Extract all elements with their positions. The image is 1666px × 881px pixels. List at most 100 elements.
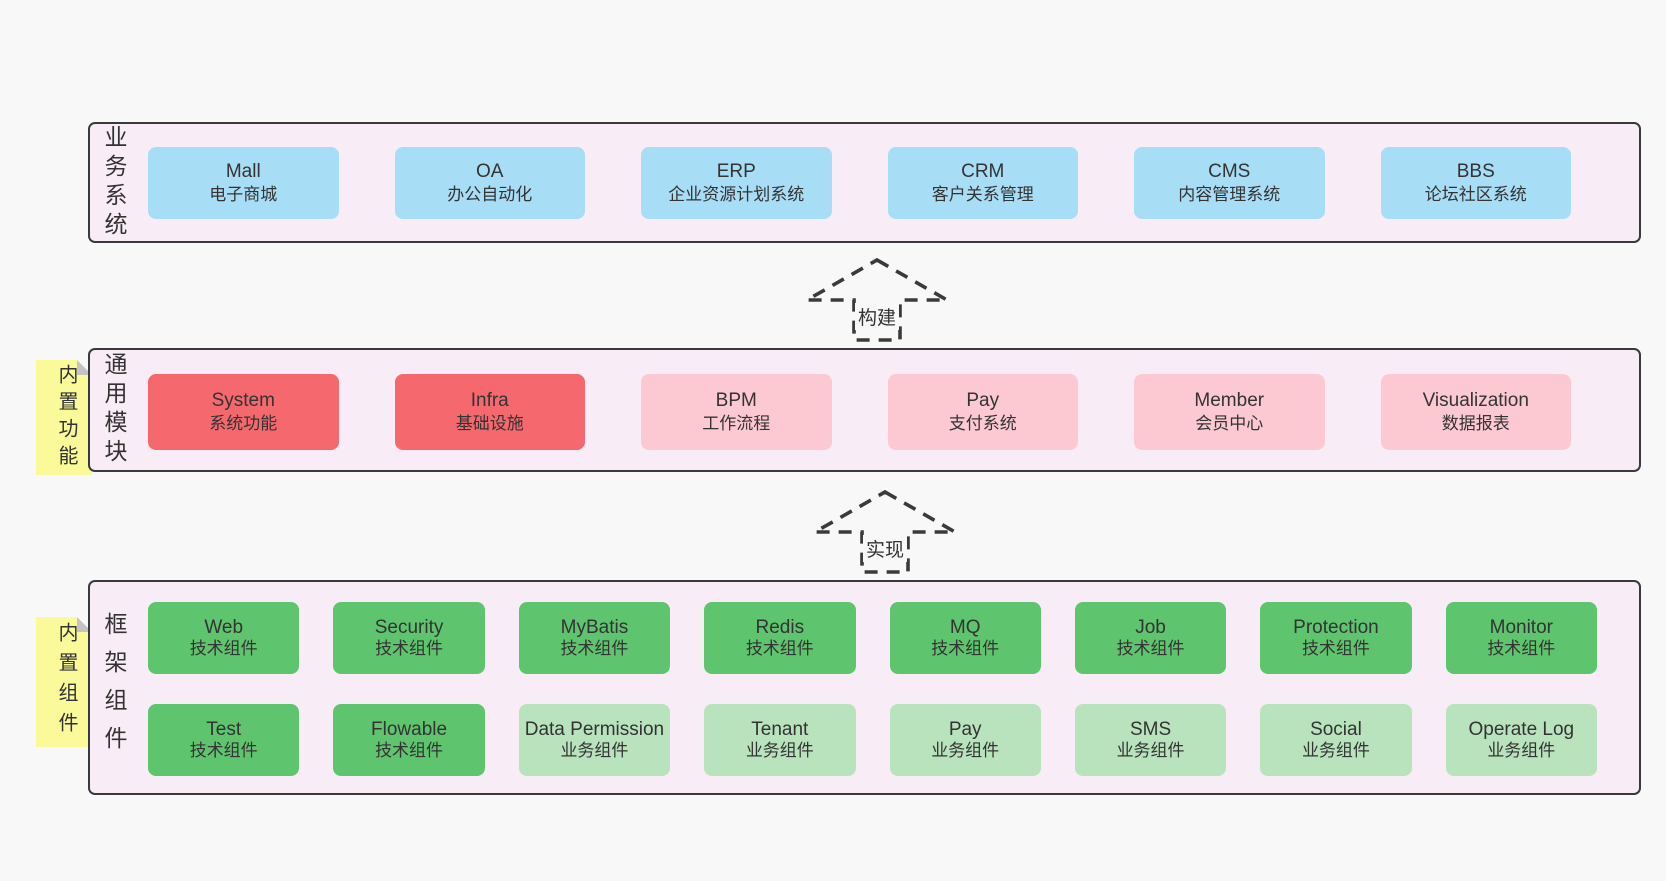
box-pay: Pay 支付系统 xyxy=(887,374,1078,450)
layer-label: 业务系统 xyxy=(101,124,127,241)
box-subtitle: 工作流程 xyxy=(702,414,771,434)
box-crm: CRM 客户关系管理 xyxy=(887,147,1078,219)
box-name: Monitor xyxy=(1489,617,1553,639)
box-data-permission: Data Permission 业务组件 xyxy=(518,704,671,776)
box-name: Pay xyxy=(948,719,982,741)
box-name: BBS xyxy=(1456,160,1495,182)
box-name: Member xyxy=(1194,389,1265,411)
box-bbs: BBS 论坛社区系统 xyxy=(1380,147,1571,219)
box-pay-business: Pay 业务组件 xyxy=(889,704,1041,776)
box-mall: Mall 电子商城 xyxy=(148,147,339,219)
box-subtitle: 业务组件 xyxy=(560,741,629,761)
box-tenant: Tenant 业务组件 xyxy=(704,704,856,776)
box-system: System 系统功能 xyxy=(148,374,339,450)
box-name: MQ xyxy=(949,617,981,639)
box-name: SMS xyxy=(1129,719,1172,741)
box-name: Web xyxy=(204,617,244,639)
arrow-build: 构建 xyxy=(797,257,957,343)
framework-components-row-2: Test 技术组件 Flowable 技术组件 Data Permission … xyxy=(148,704,1597,776)
box-name: Data Permission xyxy=(524,719,665,741)
framework-components-row-1: Web 技术组件 Security 技术组件 MyBatis 技术组件 Redi… xyxy=(148,602,1597,674)
box-social: Social 业务组件 xyxy=(1260,704,1412,776)
box-erp: ERP 企业资源计划系统 xyxy=(641,147,832,219)
layer-label: 通用模块 xyxy=(101,352,127,468)
box-bpm: BPM 工作流程 xyxy=(641,374,832,450)
box-subtitle: 企业资源计划系统 xyxy=(668,185,805,205)
box-subtitle: 办公自动化 xyxy=(447,185,533,205)
box-subtitle: 基础设施 xyxy=(455,414,524,434)
box-subtitle: 技术组件 xyxy=(931,639,1000,659)
box-subtitle: 技术组件 xyxy=(1116,639,1185,659)
box-test: Test 技术组件 xyxy=(148,704,300,776)
box-oa: OA 办公自动化 xyxy=(394,147,585,219)
box-subtitle: 数据报表 xyxy=(1441,414,1510,434)
box-name: Mall xyxy=(225,160,261,182)
box-name: ERP xyxy=(716,160,756,182)
box-subtitle: 业务组件 xyxy=(1116,741,1185,761)
box-cms: CMS 内容管理系统 xyxy=(1134,147,1325,219)
box-redis: Redis 技术组件 xyxy=(704,602,856,674)
box-sms: SMS 业务组件 xyxy=(1074,704,1227,776)
box-name: OA xyxy=(476,160,504,182)
layer-common-modules: 通用模块 System 系统功能 Infra 基础设施 BPM 工作流程 Pay… xyxy=(88,348,1641,472)
box-subtitle: 电子商城 xyxy=(209,185,278,205)
up-arrow-icon xyxy=(808,489,962,574)
box-subtitle: 技术组件 xyxy=(375,741,444,761)
common-modules-row: System 系统功能 Infra 基础设施 BPM 工作流程 Pay 支付系统… xyxy=(148,374,1571,450)
box-operate-log: Operate Log 业务组件 xyxy=(1445,704,1597,776)
box-monitor: Monitor 技术组件 xyxy=(1445,602,1597,674)
box-subtitle: 技术组件 xyxy=(189,639,258,659)
box-subtitle: 支付系统 xyxy=(948,414,1017,434)
sticky-note-builtin-components: 内置组件 xyxy=(36,617,92,747)
box-subtitle: 业务组件 xyxy=(931,741,1000,761)
box-subtitle: 内容管理系统 xyxy=(1178,185,1281,205)
box-name: Redis xyxy=(755,617,805,639)
layer-framework-components: 框架组件 Web 技术组件 Security 技术组件 MyBatis 技术组件… xyxy=(88,580,1641,795)
box-web: Web 技术组件 xyxy=(148,602,300,674)
box-name: Test xyxy=(206,719,242,741)
box-subtitle: 技术组件 xyxy=(189,741,258,761)
box-subtitle: 技术组件 xyxy=(745,639,814,659)
box-name: Operate Log xyxy=(1468,719,1575,741)
box-mybatis: MyBatis 技术组件 xyxy=(518,602,671,674)
box-security: Security 技术组件 xyxy=(333,602,485,674)
business-systems-row: Mall 电子商城 OA 办公自动化 ERP 企业资源计划系统 CRM 客户关系… xyxy=(148,147,1571,219)
arrow-implement: 实现 xyxy=(805,489,965,575)
layer-label: 框架组件 xyxy=(101,611,127,764)
layer-business-systems: 业务系统 Mall 电子商城 OA 办公自动化 ERP 企业资源计划系统 CRM… xyxy=(88,122,1641,243)
box-subtitle: 会员中心 xyxy=(1195,414,1264,434)
box-infra: Infra 基础设施 xyxy=(394,374,585,450)
box-subtitle: 技术组件 xyxy=(1301,639,1370,659)
sticky-note-builtin-features: 内置功能 xyxy=(36,360,92,475)
box-name: System xyxy=(211,389,275,411)
box-subtitle: 业务组件 xyxy=(1301,741,1370,761)
box-subtitle: 技术组件 xyxy=(375,639,444,659)
box-subtitle: 技术组件 xyxy=(560,639,629,659)
box-name: Pay xyxy=(966,389,1000,411)
arrow-label: 构建 xyxy=(854,303,900,330)
box-name: CMS xyxy=(1208,160,1251,182)
box-subtitle: 论坛社区系统 xyxy=(1424,185,1527,205)
box-mq: MQ 技术组件 xyxy=(889,602,1041,674)
box-subtitle: 客户关系管理 xyxy=(931,185,1034,205)
box-name: BPM xyxy=(715,389,757,411)
box-name: Social xyxy=(1310,719,1362,741)
box-name: Visualization xyxy=(1422,389,1529,411)
box-member: Member 会员中心 xyxy=(1134,374,1325,450)
box-name: Flowable xyxy=(371,719,448,741)
box-name: MyBatis xyxy=(560,617,629,639)
box-name: Job xyxy=(1135,617,1166,639)
box-protection: Protection 技术组件 xyxy=(1260,602,1412,674)
up-arrow-icon xyxy=(800,257,954,342)
box-name: Infra xyxy=(470,389,509,411)
box-subtitle: 系统功能 xyxy=(209,414,278,434)
sticky-note-label: 内置组件 xyxy=(55,622,77,742)
box-name: Tenant xyxy=(751,719,809,741)
box-name: CRM xyxy=(961,160,1005,182)
box-name: Security xyxy=(374,617,444,639)
box-job: Job 技术组件 xyxy=(1074,602,1227,674)
box-flowable: Flowable 技术组件 xyxy=(333,704,485,776)
sticky-note-label: 内置功能 xyxy=(55,363,77,472)
box-name: Protection xyxy=(1293,617,1379,639)
